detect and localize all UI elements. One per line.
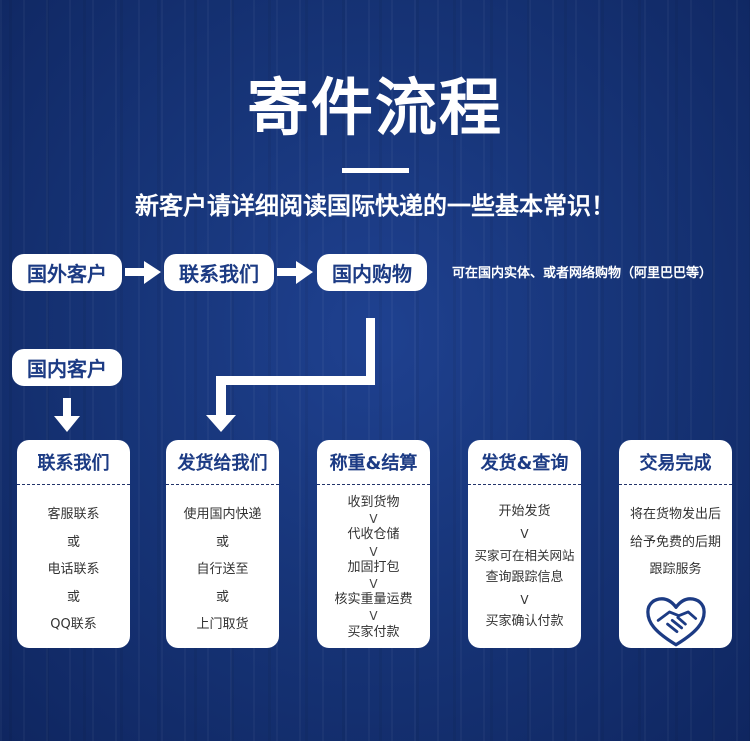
card-line: 客服联系 — [47, 507, 100, 522]
elbow-arrow-icon — [206, 318, 375, 432]
card-arrow: V — [369, 577, 378, 592]
flow-step-foreign-customer: 国外客户 — [12, 254, 122, 291]
card-line: 查询跟踪信息 — [485, 570, 564, 585]
card-line: QQ联系 — [50, 617, 97, 632]
card-title: 发货&查询 — [480, 453, 569, 474]
card-line: 或 — [215, 534, 229, 550]
card-line: 上门取货 — [196, 617, 249, 632]
card-line: 加固打包 — [347, 559, 400, 575]
card-line: 核实重量运费 — [334, 592, 413, 608]
card-line: 买家可在相关网站 — [474, 548, 575, 563]
card-body: 使用国内快递 或 自行送至 或 上门取货 — [166, 484, 279, 648]
step-card-ship-to-us: 发货给我们 使用国内快递 或 自行送至 或 上门取货 — [166, 440, 279, 648]
page-subtitle: 新客户请详细阅读国际快递的一些基本常识！ — [135, 192, 615, 220]
card-arrow: V — [520, 593, 529, 607]
card-arrow: V — [369, 609, 378, 624]
card-line: 代收仓储 — [347, 527, 400, 543]
card-line: 使用国内快递 — [183, 507, 262, 522]
card-line: 电话联系 — [47, 562, 100, 577]
flow-step-contact-us: 联系我们 — [164, 254, 274, 291]
card-line: 买家付款 — [347, 624, 400, 640]
card-line: 将在货物发出后 — [629, 507, 721, 522]
card-line: 自行送至 — [196, 562, 249, 577]
card-title: 交易完成 — [639, 453, 712, 474]
card-line: 或 — [66, 589, 80, 605]
card-line: 给予免费的后期 — [629, 534, 721, 550]
card-line: 跟踪服务 — [649, 562, 702, 577]
card-body: 将在货物发出后 给予免费的后期 跟踪服务 — [619, 484, 732, 648]
card-arrow: V — [369, 544, 378, 559]
card-body: 收到货物 V 代收仓储 V 加固打包 V 核实重量运费 V 买家付款 — [317, 484, 430, 648]
card-body: 开始发货 V 买家可在相关网站 查询跟踪信息 V 买家确认付款 — [468, 484, 581, 648]
card-line: 开始发货 — [498, 504, 551, 519]
handshake-icon — [645, 596, 706, 646]
right-arrow-icon — [125, 261, 161, 284]
page-title: 寄件流程 — [246, 71, 503, 144]
shopping-note: 可在国内实体、或者网络购物（阿里巴巴等） — [452, 266, 713, 281]
step-card-contact: 联系我们 客服联系 或 电话联系 或 QQ联系 — [17, 440, 130, 648]
card-line: 收到货物 — [347, 495, 400, 510]
flow-step-domestic-customer: 国内客户 — [12, 349, 122, 386]
card-title: 发货给我们 — [177, 453, 268, 474]
step-card-ship-track: 发货&查询 开始发货 V 买家可在相关网站 查询跟踪信息 V 买家确认付款 — [468, 440, 581, 648]
card-line: 或 — [215, 589, 229, 605]
down-arrow-icon — [54, 398, 80, 432]
title-underline — [342, 168, 409, 173]
card-line: 买家确认付款 — [485, 614, 564, 629]
flow-step-domestic-shopping: 国内购物 — [317, 254, 427, 291]
step-card-weigh-settle: 称重&结算 收到货物 V 代收仓储 V 加固打包 V 核实重量运费 V 买家付款 — [317, 440, 430, 648]
card-arrow: V — [520, 527, 529, 541]
card-body: 客服联系 或 电话联系 或 QQ联系 — [17, 484, 130, 648]
card-line: 或 — [66, 534, 80, 550]
card-title: 联系我们 — [37, 453, 110, 474]
right-arrow-icon — [277, 261, 313, 284]
card-title: 称重&结算 — [329, 453, 418, 474]
card-arrow: V — [369, 512, 378, 527]
step-card-complete: 交易完成 将在货物发出后 给予免费的后期 跟踪服务 — [619, 440, 732, 648]
